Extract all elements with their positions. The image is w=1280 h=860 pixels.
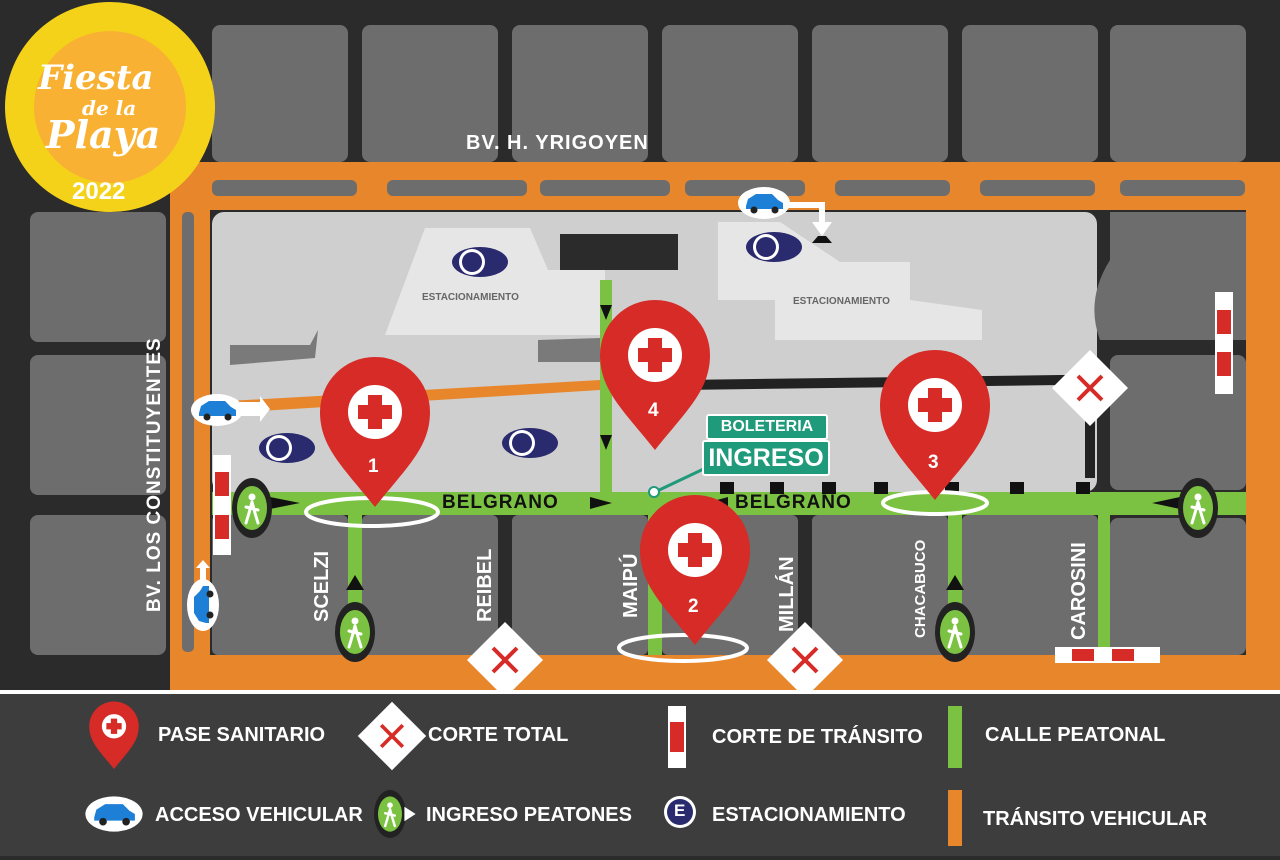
logo-title-line2: de la bbox=[82, 96, 137, 120]
legend-estacionamiento: ESTACIONAMIENTO bbox=[712, 804, 906, 826]
traffic-barrier-icon bbox=[213, 292, 1233, 663]
street-scelzi: SCELZI bbox=[311, 550, 333, 622]
boleteria-sign: BOLETERIA bbox=[706, 414, 828, 440]
city-blocks bbox=[30, 25, 1246, 655]
street-yrigoyen: BV. H. YRIGOYEN bbox=[466, 132, 649, 154]
logo-title-line3: Playa bbox=[46, 112, 161, 157]
fiesta-logo bbox=[5, 2, 215, 212]
street-reibel: REIBEL bbox=[474, 548, 496, 622]
pin-number-3: 3 bbox=[928, 452, 939, 473]
pin-number-4: 4 bbox=[648, 400, 659, 421]
parking-area-label: ESTACIONAMIENTO bbox=[793, 296, 890, 307]
legend-corte-total: CORTE TOTAL bbox=[428, 724, 569, 746]
pedestrian-icon bbox=[372, 788, 416, 840]
parking-letter: E bbox=[273, 438, 284, 455]
parking-e-icon bbox=[664, 796, 696, 828]
car-icon bbox=[85, 796, 143, 832]
legend-e-letter: E bbox=[674, 801, 686, 820]
street-belgrano-west: BELGRANO bbox=[442, 492, 559, 513]
logo-year: 2022 bbox=[72, 178, 126, 205]
street-millan: MILLÁN bbox=[776, 556, 798, 632]
vehicular-road-swatch bbox=[948, 790, 962, 846]
street-belgrano-east: BELGRANO bbox=[735, 492, 852, 513]
logo-title-line1: Fiesta bbox=[38, 58, 154, 98]
parking-area-label: ESTACIONAMIENTO bbox=[422, 292, 519, 303]
legend-pase-sanitario: PASE SANITARIO bbox=[158, 724, 326, 746]
legend: PASE SANITARIO CORTE TOTAL CORTE DE TRÁN… bbox=[0, 690, 1280, 856]
pin-number-2: 2 bbox=[688, 596, 699, 617]
legend-transito-vehicular: TRÁNSITO VEHICULAR bbox=[983, 808, 1208, 830]
legend-acceso-vehicular: ACCESO VEHICULAR bbox=[155, 804, 363, 826]
pedestrian-street-swatch bbox=[948, 706, 962, 768]
street-constituyentes: BV. LOS CONSTITUYENTES bbox=[144, 337, 165, 612]
parking-letter: E bbox=[516, 433, 527, 450]
street-chacabuco: CHACABUCO bbox=[912, 539, 929, 638]
legend-icons bbox=[85, 699, 962, 846]
ingreso-sign: INGRESO bbox=[702, 440, 830, 476]
parking-letter: E bbox=[760, 237, 771, 254]
pin-number-1: 1 bbox=[368, 456, 379, 477]
medical-cross-pin-icon bbox=[89, 701, 139, 769]
street-carosini: CAROSINI bbox=[1068, 542, 1090, 640]
parking-letter: E bbox=[466, 252, 477, 269]
street-maipu: MAIPÚ bbox=[620, 553, 642, 618]
legend-calle-peatonal: CALLE PEATONAL bbox=[985, 724, 1166, 746]
traffic-barrier-icon bbox=[668, 706, 686, 768]
legend-ingreso-peatones: INGRESO PEATONES bbox=[426, 804, 632, 826]
closed-road-x-icon bbox=[355, 699, 429, 773]
legend-corte-transito: CORTE DE TRÁNSITO bbox=[712, 726, 923, 748]
